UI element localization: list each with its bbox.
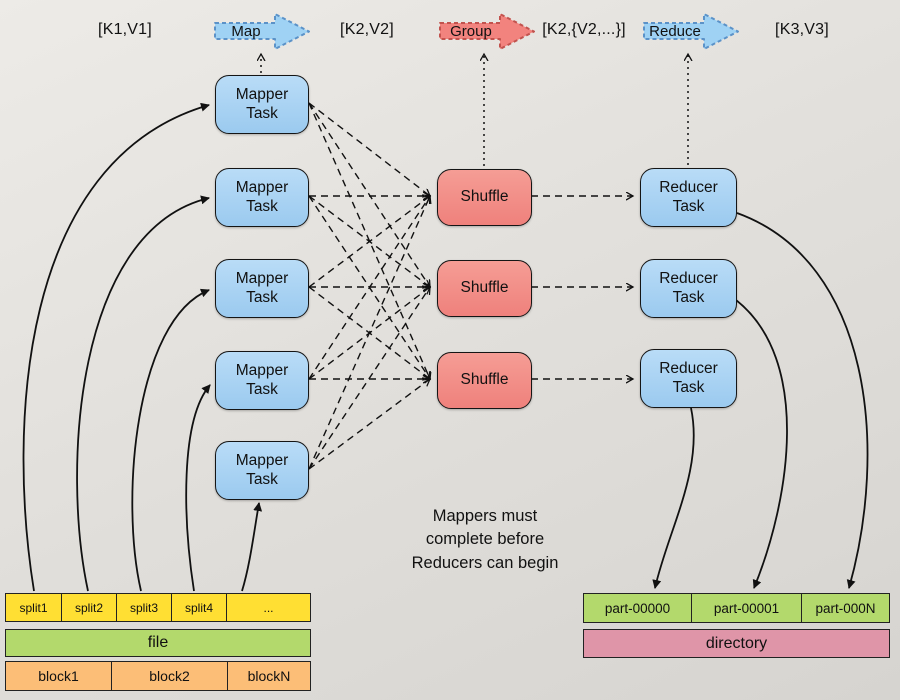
- block-cell: block1: [38, 668, 79, 684]
- reducer-task-2: Reducer Task: [640, 259, 737, 318]
- part-cell: part-000N: [801, 594, 889, 622]
- group-arrow-label: Group: [450, 23, 492, 40]
- directory-label: directory: [705, 634, 768, 652]
- mapper-task-label: Mapper Task: [235, 178, 289, 215]
- dashed-arrow: [308, 196, 430, 380]
- mapper-task-3: Mapper Task: [215, 259, 309, 318]
- dashed-arrow: [308, 102, 430, 287]
- reducer1-to-partN-arrow: [736, 212, 869, 589]
- mapper-task-2: Mapper Task: [215, 168, 309, 227]
- file-label: file: [147, 634, 169, 651]
- split-cell: split4: [171, 594, 226, 621]
- shuffle-to-reducer-arrows: [531, 196, 633, 379]
- part-cell: part-00000: [604, 600, 671, 616]
- reducer-task-label: Reducer Task: [659, 178, 718, 215]
- shuffle-label: Shuffle: [460, 279, 509, 297]
- dashed-arrow: [308, 195, 430, 287]
- split-cell: split3: [116, 594, 171, 621]
- split4-to-mapper4-arrow: [185, 384, 211, 592]
- input-pair-label: [K1,V1]: [98, 21, 152, 38]
- map-output-pair-label: [K2,V2]: [340, 21, 394, 38]
- directory-bar: directory: [583, 629, 890, 658]
- reduce-output-pair-label: [K3,V3]: [775, 21, 829, 38]
- shuffle-3: Shuffle: [437, 352, 532, 409]
- block-cell: block2: [111, 662, 227, 690]
- dashed-arrow: [308, 196, 430, 470]
- dotted-flow-arrows: [261, 54, 688, 166]
- mapper-task-label: Mapper Task: [235, 361, 289, 398]
- dashed-arrow: [308, 102, 430, 196]
- dashed-arrow: [308, 287, 430, 470]
- split1-to-mapper1-arrow: [22, 102, 210, 592]
- dashed-arrow: [308, 286, 430, 379]
- shuffle-label: Shuffle: [460, 188, 509, 206]
- mapper-task-5: Mapper Task: [215, 441, 309, 500]
- dashed-arrow: [308, 287, 430, 380]
- parts-bar: part-00000 part-00001 part-000N: [583, 593, 890, 623]
- split-cell: ...: [226, 594, 310, 621]
- split-cell: split2: [61, 594, 116, 621]
- reducer3-to-part0-arrow: [652, 407, 695, 589]
- mapper-to-shuffle-arrows: [308, 102, 430, 470]
- dashed-arrow: [308, 379, 430, 470]
- blocks-bar: block1 block2 blockN: [5, 661, 311, 691]
- reducer2-to-part1-arrow: [735, 299, 788, 589]
- mapper-task-label: Mapper Task: [235, 451, 289, 488]
- split2-to-mapper2-arrow: [76, 195, 210, 592]
- mapper-task-label: Mapper Task: [235, 85, 289, 122]
- splitN-to-mapper5-arrow: [241, 502, 263, 592]
- reducer-task-label: Reducer Task: [659, 269, 718, 306]
- block-cell: blockN: [227, 662, 310, 690]
- reducer-task-1: Reducer Task: [640, 168, 737, 227]
- file-bar: file: [5, 629, 311, 657]
- split-cell: split1: [19, 600, 48, 615]
- part-cell: part-00001: [691, 594, 801, 622]
- dashed-arrow: [308, 196, 430, 288]
- mappers-note: Mappers must complete before Reducers ca…: [411, 507, 559, 572]
- mapper-task-1: Mapper Task: [215, 75, 309, 134]
- dashed-arrow: [308, 102, 430, 379]
- shuffle-2: Shuffle: [437, 260, 532, 317]
- shuffle-label: Shuffle: [460, 371, 509, 389]
- reducer-task-label: Reducer Task: [659, 359, 718, 396]
- reducer-task-3: Reducer Task: [640, 349, 737, 408]
- splits-bar: split1 split2 split3 split4 ...: [5, 593, 311, 622]
- dashed-arrow: [308, 195, 430, 379]
- map-arrow-label: Map: [231, 23, 261, 40]
- group-output-pair-label: [K2,{V2,...}]: [542, 21, 626, 38]
- reduce-arrow-label: Reduce: [649, 23, 701, 40]
- shuffle-1: Shuffle: [437, 169, 532, 226]
- split3-to-mapper3-arrow: [131, 288, 210, 592]
- mapper-task-4: Mapper Task: [215, 351, 309, 410]
- mapper-task-label: Mapper Task: [235, 269, 289, 306]
